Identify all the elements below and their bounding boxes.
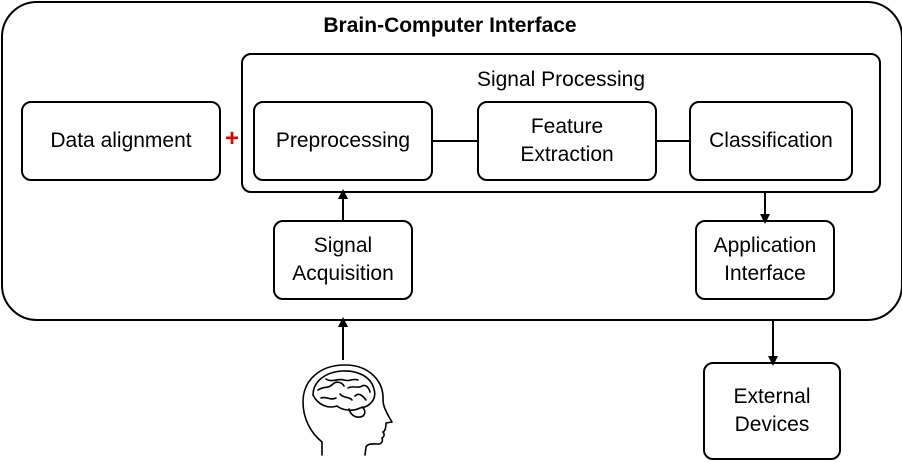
feature-extraction-label: Feature Extraction	[520, 115, 614, 166]
external-devices-label: External Devices	[733, 385, 811, 436]
plus-symbol: +	[224, 125, 239, 152]
feature-extraction-box: Feature Extraction	[477, 101, 657, 181]
preprocessing-box: Preprocessing	[253, 101, 433, 181]
external-devices-box: External Devices	[703, 362, 841, 460]
classification-box: Classification	[689, 101, 853, 181]
classification-label: Classification	[709, 129, 833, 152]
preprocessing-label: Preprocessing	[275, 129, 411, 152]
human-brain-head-icon	[302, 364, 393, 456]
data-alignment-label: Data alignment	[50, 129, 192, 152]
signal-processing-title: Signal Processing	[476, 68, 646, 91]
data-alignment-box: Data alignment	[21, 101, 221, 181]
application-interface-box: Application Interface	[695, 220, 835, 300]
signal-acquisition-label: Signal Acquisition	[292, 234, 394, 285]
signal-acquisition-box: Signal Acquisition	[273, 220, 413, 300]
application-interface-label: Application Interface	[713, 234, 817, 285]
bci-title: Brain-Computer Interface	[323, 14, 577, 37]
